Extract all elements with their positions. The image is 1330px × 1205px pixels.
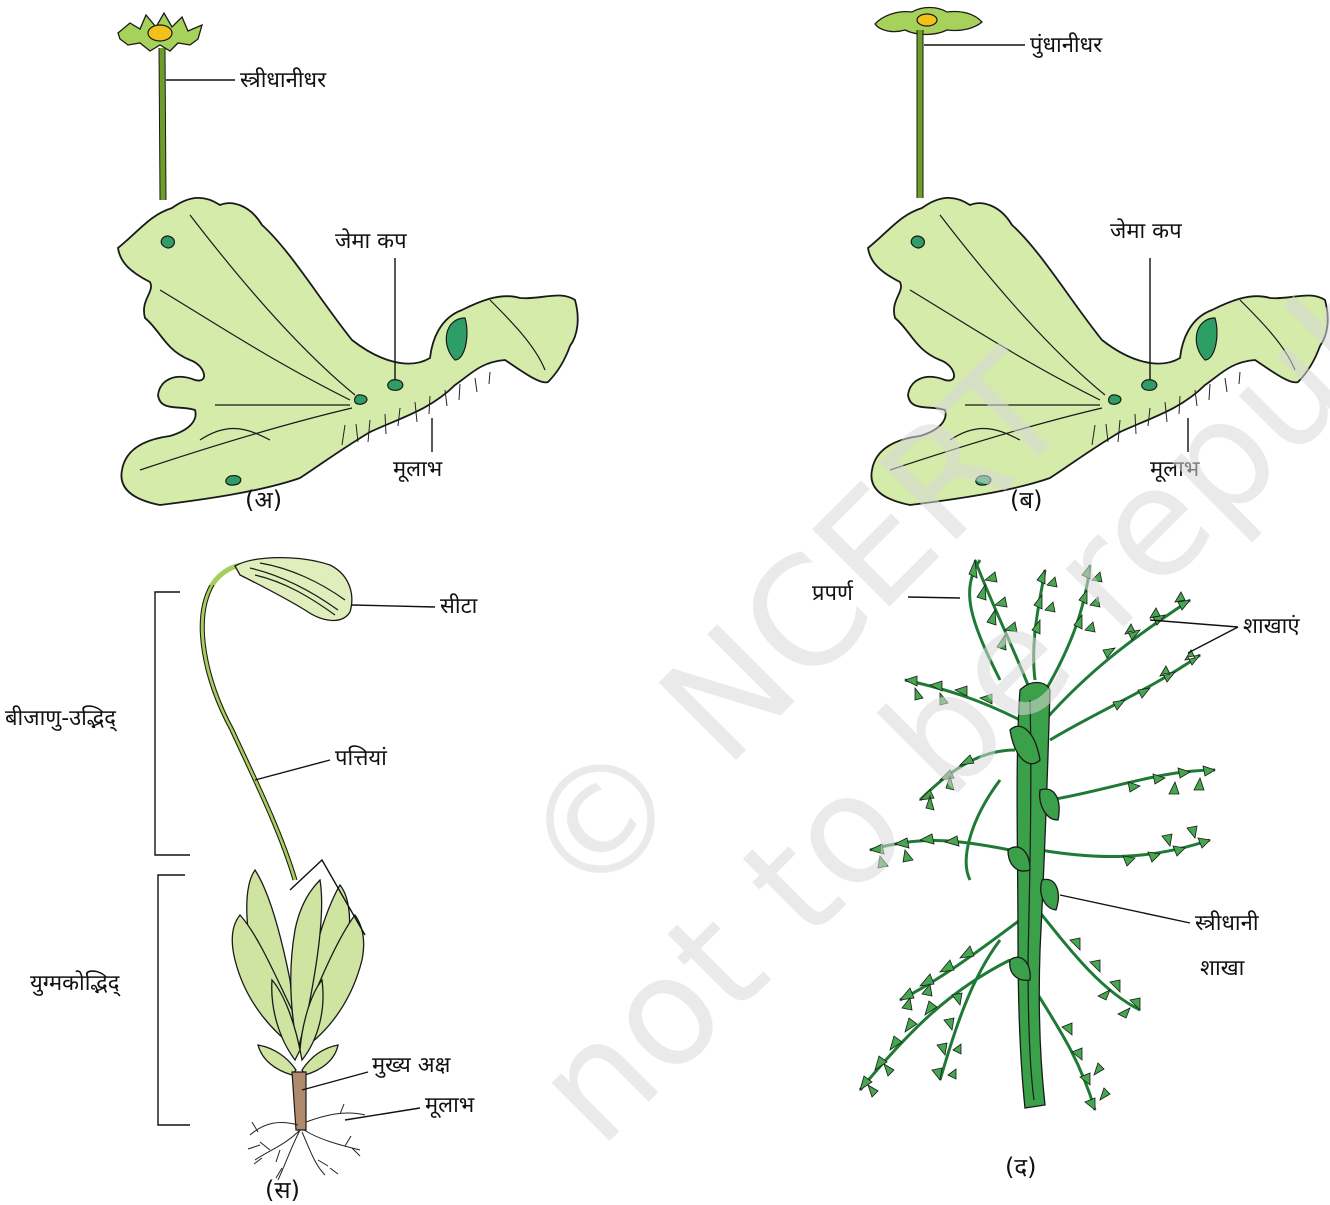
label-rhizoids-a: मूलाभ [393, 457, 443, 483]
label-capsule: सीटा [440, 593, 478, 619]
moss-gametophyte [232, 870, 363, 1075]
label-main-axis: मुख्य अक्ष [372, 1053, 452, 1078]
panel-c: सीटा बीजाणु-उद्भिद् पत्तियां युग्मकोद्भि… [5, 558, 478, 1204]
caption-d: (द) [1005, 1153, 1036, 1181]
label-archegonial-branch-1: स्त्रीधानी [1195, 910, 1259, 936]
archegoniophore-head [118, 13, 202, 51]
gemma-cup-b2 [1142, 380, 1157, 391]
gemma-cup-a1 [355, 395, 367, 404]
moss-main-axis [292, 1072, 306, 1130]
label-gemma-cup-a: जेमा कप [335, 228, 407, 254]
panel-a: स्त्रीधानीधर जेमा कप मूलाभ (अ) [118, 13, 578, 514]
antheridiophore-head [875, 8, 982, 35]
label-rhizoids-c: मूलाभ [425, 1093, 475, 1119]
bracket-sporophyte [155, 592, 190, 855]
label-archegoniophore: स्त्रीधानीधर [240, 67, 327, 93]
label-sporophyte: बीजाणु-उद्भिद् [5, 705, 117, 732]
label-gametophyte: युग्मकोद्भिद् [30, 970, 121, 997]
label-antheridiophore: पुंधानीधर [1030, 32, 1103, 58]
gemma-cup-a2 [388, 380, 403, 391]
label-archegonial-branch-2: शाखा [1200, 956, 1245, 981]
archegoniophore-stalk [162, 48, 163, 200]
caption-c: (स) [265, 1176, 300, 1204]
bracket-gametophyte [158, 875, 190, 1125]
label-gemma-cup-b: जेमा कप [1110, 218, 1182, 244]
gemma-cup-b1 [1109, 395, 1121, 404]
label-branches: शाखाएं [1243, 614, 1300, 639]
caption-a: (अ) [245, 486, 282, 514]
label-leaves: पत्तियां [335, 745, 387, 771]
seta [202, 565, 295, 880]
